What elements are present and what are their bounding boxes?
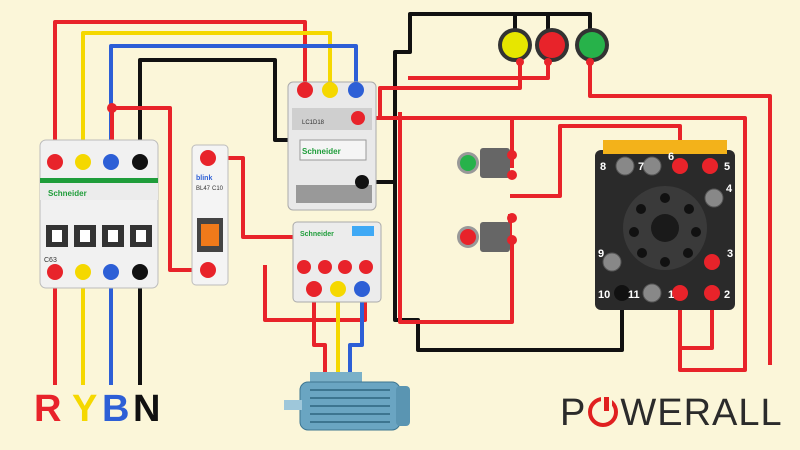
contactor-l3 — [348, 82, 364, 98]
wire-red-motor — [312, 291, 327, 372]
brand-logo: P WERALL — [560, 392, 783, 435]
wire-red-relay-5 — [510, 124, 682, 198]
wire-red-main-feed — [53, 20, 307, 160]
supply-label-y: Y — [72, 388, 98, 430]
wire-blue-main-feed — [109, 44, 358, 160]
relay-terminal-5 — [702, 158, 718, 174]
breaker-terminal-y-bottom — [75, 264, 91, 280]
wire-black-relay-10 — [393, 182, 624, 352]
relay-num-1: 1 — [668, 289, 674, 301]
mcb-toggle[interactable] — [201, 224, 219, 246]
mcb-rating: C10 — [212, 186, 224, 192]
contactor-l1 — [297, 82, 313, 98]
stop-button[interactable] — [457, 213, 517, 252]
breaker-terminal-b-bottom — [103, 264, 119, 280]
motor — [284, 372, 410, 431]
breaker-code: C63 — [44, 257, 57, 264]
overload-out-t1 — [306, 281, 322, 297]
relay-num-9: 9 — [598, 248, 604, 260]
relay-num-2: 2 — [724, 289, 730, 301]
supply-label-n: N — [133, 388, 161, 430]
relay-num-3: 3 — [727, 248, 733, 260]
contactor-a2 — [355, 175, 369, 189]
breaker-terminal-n-top — [132, 154, 148, 170]
overload-terminal-4 — [359, 260, 373, 274]
relay-terminal-2 — [704, 285, 720, 301]
relay-num-11: 11 — [628, 289, 640, 301]
pilot-lamp-red — [539, 32, 565, 58]
pilot-lamp-yellow — [502, 32, 528, 58]
contactor-model: LC1D18 — [302, 120, 325, 126]
mcb-control: blink BL47 C10 — [191, 144, 229, 286]
mcb-terminal-bottom — [200, 262, 216, 278]
brand-text-part2: WERALL — [620, 392, 783, 434]
pilot-lamp-green — [579, 32, 605, 58]
relay-num-8: 8 — [600, 161, 606, 173]
brand-text-part1: P — [560, 392, 587, 434]
supply-label-r: R — [34, 388, 62, 430]
relay-num-5: 5 — [724, 161, 730, 173]
relay-num-6: 6 — [668, 151, 674, 163]
relay-terminal-1 — [672, 285, 688, 301]
breaker-terminal-r-top — [47, 154, 63, 170]
overload-relay: Schneider — [292, 221, 382, 303]
pilot-lamps — [498, 28, 609, 66]
wire-red-contactor-aux — [358, 62, 522, 120]
wire-blue-motor — [348, 291, 364, 372]
relay-terminal-6 — [672, 158, 688, 174]
wire-yellow-main-feed — [81, 31, 332, 160]
start-button[interactable] — [457, 148, 517, 180]
relay-num-10: 10 — [598, 289, 610, 301]
breaker-terminal-r-bottom — [47, 264, 63, 280]
junction-dot — [107, 103, 117, 113]
overload-terminal-2 — [318, 260, 332, 274]
wire-red-lamp-green — [588, 62, 772, 365]
overload-out-t2 — [330, 281, 346, 297]
relay-terminal-3 — [704, 254, 720, 270]
contactor-l2 — [322, 82, 338, 98]
wire-red-to-lamp-red — [408, 62, 550, 80]
breaker-terminal-b-top — [103, 154, 119, 170]
overload-out-t3 — [354, 281, 370, 297]
relay-num-7: 7 — [638, 161, 644, 173]
wire-red-start-btn — [398, 112, 578, 324]
main-breaker: Schneider C63 — [39, 103, 159, 289]
relay-base: 8 7 6 5 4 9 3 10 11 1 2 — [595, 140, 735, 310]
breaker-brand: Schneider — [48, 189, 87, 198]
contactor-brand: Schneider — [302, 147, 341, 156]
contactor: Schneider LC1D18 — [287, 81, 377, 211]
breaker-terminal-n-bottom — [132, 264, 148, 280]
wire-red-to-relay-top — [358, 116, 747, 372]
mcb-model: BL47 — [196, 186, 211, 192]
overload-brand: Schneider — [300, 231, 334, 238]
overload-terminal-1 — [297, 260, 311, 274]
wires — [53, 12, 772, 385]
mcb-brand: blink — [196, 175, 212, 182]
power-icon — [588, 394, 619, 427]
relay-num-4: 4 — [726, 183, 733, 195]
mcb-terminal-top — [200, 150, 216, 166]
supply-label-b: B — [102, 388, 130, 430]
breaker-terminal-y-top — [75, 154, 91, 170]
wire-red-to-mcb — [112, 106, 208, 272]
contactor-a1 — [351, 111, 365, 125]
overload-terminal-3 — [338, 260, 352, 274]
relay-terminal-10 — [614, 285, 630, 301]
